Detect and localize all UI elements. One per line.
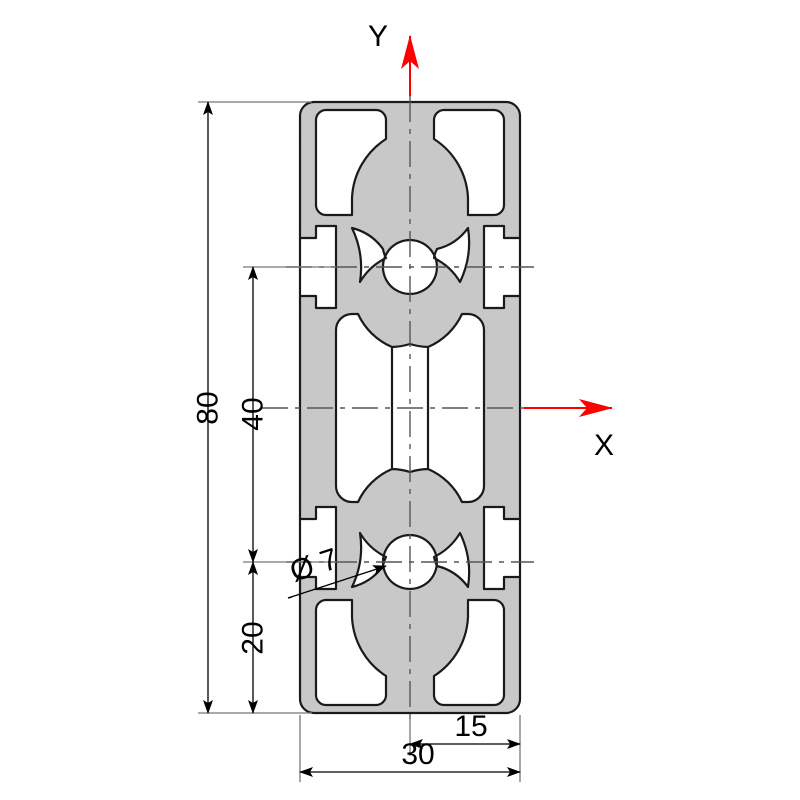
dim-label-30: 30 xyxy=(401,738,434,771)
leader-shoulder-bore xyxy=(287,596,293,599)
dim-label-bore-diameter: Ø 7 xyxy=(286,542,342,588)
dim-label-20: 20 xyxy=(237,621,270,654)
y-axis-label: Y xyxy=(368,20,388,53)
leader-line-bore[interactable] xyxy=(287,565,387,599)
x-axis-label: X xyxy=(594,429,614,462)
dim-label-40: 40 xyxy=(237,397,270,430)
dim-label-80: 80 xyxy=(192,391,225,424)
centerlines xyxy=(262,96,560,726)
dimension-lines xyxy=(198,101,521,782)
dimension-labels: 80 40 20 15 30 Ø 7 xyxy=(192,391,488,771)
coordinate-axes: Y X xyxy=(368,20,614,462)
dim-label-15: 15 xyxy=(454,710,487,743)
